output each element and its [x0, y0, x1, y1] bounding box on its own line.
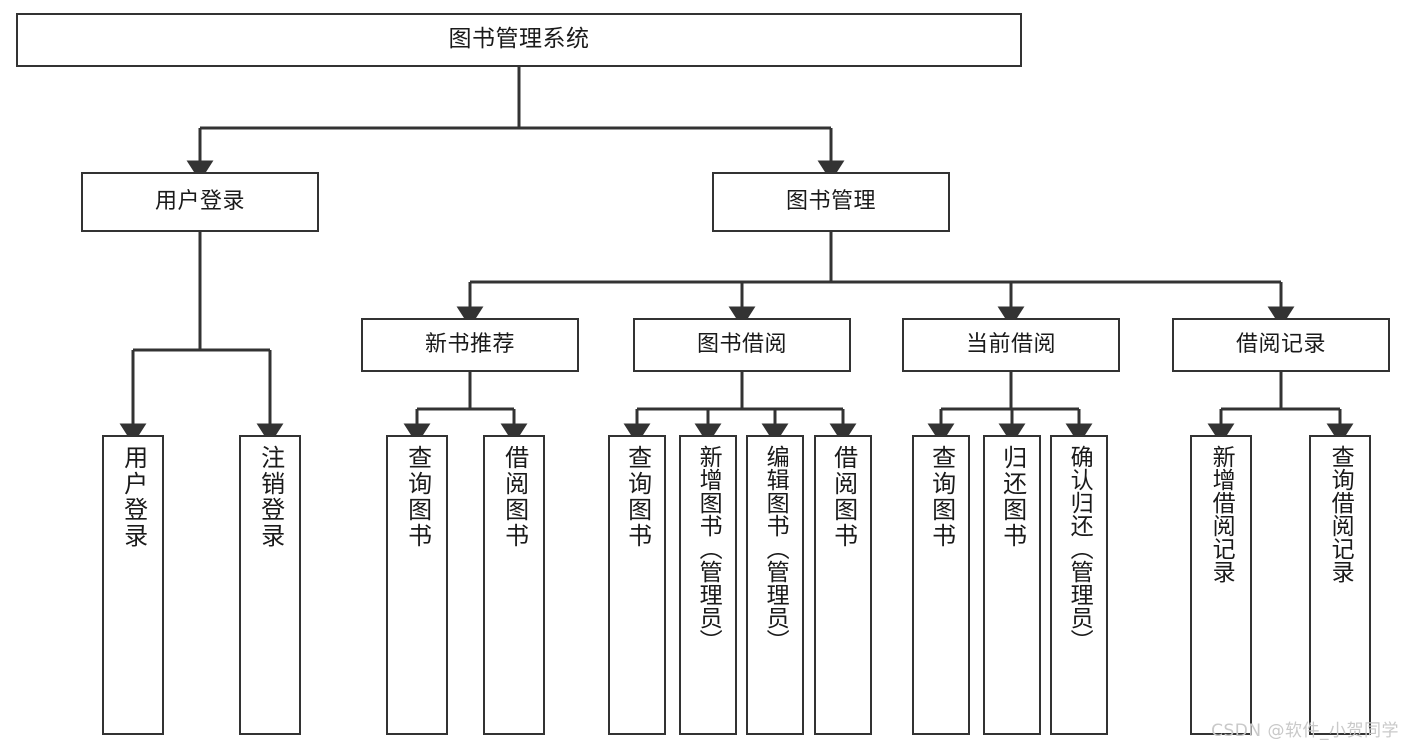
node-label: 借阅图书	[500, 445, 529, 549]
node-label: 注销登录	[256, 445, 285, 549]
node-leaf-borrow-book-1[interactable]: 借阅图书	[483, 435, 545, 735]
node-label: 用户登录	[154, 189, 245, 215]
node-leaf-query-book-1[interactable]: 查询图书	[386, 435, 448, 735]
node-leaf-query-book-3[interactable]: 查询图书	[912, 435, 970, 735]
node-label: 新增借阅记录	[1208, 445, 1235, 583]
node-label: 新增图书（管理员）	[695, 445, 722, 652]
node-label: 确认归还（管理员）	[1066, 445, 1093, 652]
node-label: 编辑图书（管理员）	[762, 445, 789, 652]
node-borrow-record[interactable]: 借阅记录	[1172, 318, 1390, 372]
node-leaf-query-book-2[interactable]: 查询图书	[608, 435, 666, 735]
node-current-borrow[interactable]: 当前借阅	[902, 318, 1120, 372]
node-label: 归还图书	[998, 445, 1027, 549]
node-label: 查询图书	[623, 445, 652, 549]
node-label: 查询借阅记录	[1327, 445, 1354, 583]
node-label: 查询图书	[927, 445, 956, 549]
node-leaf-confirm-return[interactable]: 确认归还（管理员）	[1050, 435, 1108, 735]
node-leaf-add-record[interactable]: 新增借阅记录	[1190, 435, 1252, 735]
node-label: 新书推荐	[424, 332, 515, 358]
node-book-borrow[interactable]: 图书借阅	[633, 318, 851, 372]
node-leaf-edit-book[interactable]: 编辑图书（管理员）	[746, 435, 804, 735]
node-leaf-user-login[interactable]: 用户登录	[102, 435, 164, 735]
node-label: 查询图书	[403, 445, 432, 549]
node-label: 图书借阅	[696, 332, 787, 358]
node-leaf-borrow-book-2[interactable]: 借阅图书	[814, 435, 872, 735]
node-root[interactable]: 图书管理系统	[16, 13, 1022, 67]
node-leaf-logout[interactable]: 注销登录	[239, 435, 301, 735]
node-leaf-add-book[interactable]: 新增图书（管理员）	[679, 435, 737, 735]
node-label: 图书管理系统	[448, 26, 590, 53]
node-label: 图书管理	[785, 189, 876, 215]
csdn-watermark: CSDN @软件_小贺同学	[1211, 721, 1399, 741]
node-user-login[interactable]: 用户登录	[81, 172, 319, 232]
node-label: 借阅图书	[829, 445, 858, 549]
node-label: 用户登录	[119, 445, 148, 549]
node-book-manage[interactable]: 图书管理	[712, 172, 950, 232]
node-leaf-query-record[interactable]: 查询借阅记录	[1309, 435, 1371, 735]
node-label: 当前借阅	[965, 332, 1056, 358]
node-label: 借阅记录	[1235, 332, 1326, 358]
node-leaf-return-book[interactable]: 归还图书	[983, 435, 1041, 735]
node-new-book-rec[interactable]: 新书推荐	[361, 318, 579, 372]
